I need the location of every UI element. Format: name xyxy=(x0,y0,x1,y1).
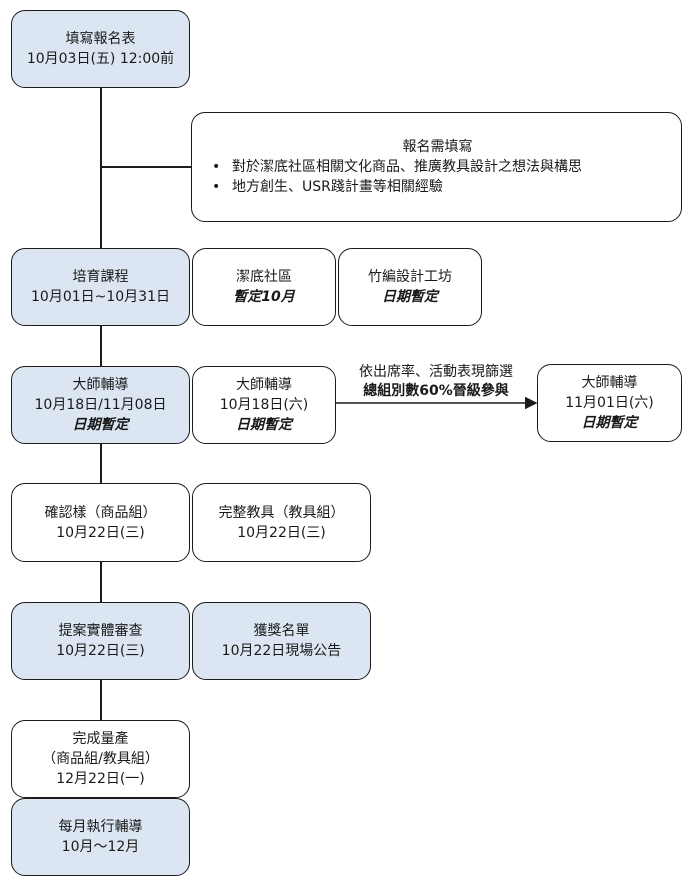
monthly-box: 每月執行輔導 10月～12月 xyxy=(11,798,190,876)
training-community-note: 暫定10月 xyxy=(233,289,295,305)
winners-box: 獲獎名單 10月22日現場公告 xyxy=(192,602,371,680)
requirements-connector xyxy=(101,166,192,168)
mentor-second-date: 11月01日(六) xyxy=(565,395,654,411)
promotion-label-line2: 總組別數60%晉級參與 xyxy=(363,383,509,399)
mentor-note: 日期暫定 xyxy=(72,417,129,433)
review-date: 10月22日(三) xyxy=(56,643,145,659)
production-title: 完成量產 xyxy=(72,731,129,747)
winners-date: 10月22日現場公告 xyxy=(221,643,342,659)
mentor-date: 10月18日/11月08日 xyxy=(34,397,167,413)
training-bamboo-note: 日期暫定 xyxy=(382,289,438,305)
mentor-box: 大師輔導 10月18日/11月08日 日期暫定 xyxy=(11,366,190,444)
confirm-product-title: 確認樣（商品組） xyxy=(44,504,157,521)
mentor-first-box: 大師輔導 10月18日(六) 日期暫定 xyxy=(192,366,336,444)
apply-date: 10月03日(五) 12:00前 xyxy=(26,51,175,67)
requirements-box: 報名需填寫 對於潔底社區相關文化商品、推廣教具設計之想法與構思 地方創生、USR… xyxy=(191,112,682,222)
training-date: 10月01日~10月31日 xyxy=(31,289,170,305)
requirements-title: 報名需填寫 xyxy=(402,139,473,155)
monthly-title: 每月執行輔導 xyxy=(58,819,143,835)
main-timeline-lower-4 xyxy=(100,680,102,720)
training-box: 培育課程 10月01日~10月31日 xyxy=(11,248,190,326)
production-date: 12月22日(一) xyxy=(56,771,145,787)
confirm-product-box: 確認樣（商品組） 10月22日(三) xyxy=(11,483,190,562)
confirm-teaching-title: 完整教具（教具組） xyxy=(218,504,345,521)
mentor-second-title: 大師輔導 xyxy=(581,375,638,391)
mentor-first-date: 10月18日(六) xyxy=(219,397,309,413)
review-box: 提案實體審查 10月22日(三) xyxy=(11,602,190,680)
monthly-date: 10月～12月 xyxy=(61,839,140,855)
mentor-title: 大師輔導 xyxy=(72,377,129,393)
apply-title: 填寫報名表 xyxy=(65,31,136,47)
mentor-second-note: 日期暫定 xyxy=(581,415,638,431)
winners-title: 獲獎名單 xyxy=(253,623,310,639)
production-box: 完成量產 （商品組/教具組） 12月22日(一) xyxy=(11,720,190,798)
confirm-teaching-date: 10月22日(三) xyxy=(237,524,326,541)
production-groups: （商品組/教具組） xyxy=(42,751,159,767)
main-timeline-lower-2 xyxy=(100,443,102,483)
review-title: 提案實體審查 xyxy=(58,623,143,639)
confirm-product-date: 10月22日(三) xyxy=(56,524,145,541)
training-bamboo-title: 竹編設計工坊 xyxy=(368,269,452,285)
requirement-item: 地方創生、USR踐計畫等相關經驗 xyxy=(206,177,669,197)
mentor-second-box: 大師輔導 11月01日(六) 日期暫定 xyxy=(537,364,682,442)
training-title: 培育課程 xyxy=(72,269,129,285)
confirm-teaching-box: 完整教具（教具組） 10月22日(三) xyxy=(192,483,371,562)
main-timeline-lower-3 xyxy=(100,562,102,602)
mentor-first-note: 日期暫定 xyxy=(236,417,292,433)
promotion-label-line1: 依出席率、活動表現篩選 xyxy=(359,364,513,380)
main-timeline-upper xyxy=(100,88,102,248)
mentor-first-title: 大師輔導 xyxy=(236,377,292,393)
training-community-box: 潔底社區 暫定10月 xyxy=(192,248,336,326)
requirement-item: 對於潔底社區相關文化商品、推廣教具設計之想法與構思 xyxy=(206,157,669,177)
main-timeline-lower xyxy=(100,326,102,366)
apply-form-box: 填寫報名表 10月03日(五) 12:00前 xyxy=(11,10,190,88)
training-community-title: 潔底社區 xyxy=(236,269,292,285)
training-bamboo-box: 竹編設計工坊 日期暫定 xyxy=(338,248,482,326)
